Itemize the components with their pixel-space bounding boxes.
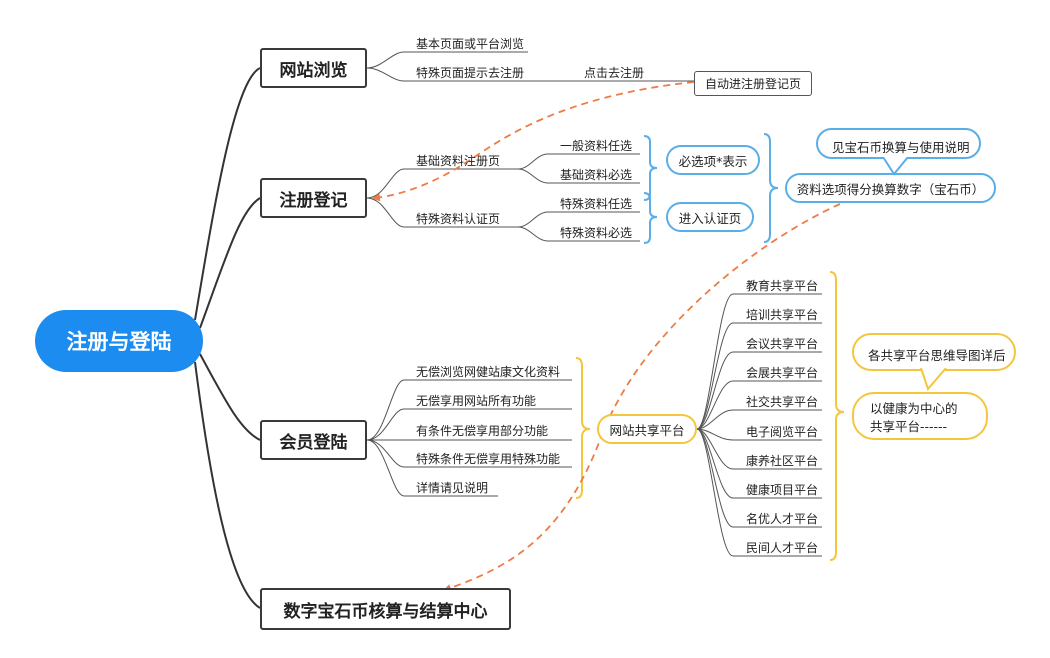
score-convert-node[interactable]: 资料选项得分换算数字（宝石币） [785, 173, 996, 203]
member-item-free-all: 无偿享用网站所有功能 [416, 394, 537, 408]
platform-folk-talent: 民间人才平台 [746, 541, 819, 555]
platform-mindmap-callout-text: 各共享平台思维导图详后 [868, 348, 1006, 363]
branch-register[interactable]: 注册登记 [260, 178, 367, 218]
platform-mindmap-callout: 各共享平台思维导图详后 [852, 333, 1016, 371]
branch-member-login[interactable]: 会员登陆 [260, 420, 367, 460]
platform-training: 培训共享平台 [746, 308, 819, 322]
platform-social: 社交共享平台 [746, 395, 819, 409]
browse-item-special: 特殊页面提示去注册 [416, 66, 525, 80]
platform-health-projects: 健康项目平台 [746, 483, 819, 497]
register-item-required-special: 特殊资料必选 [560, 226, 633, 240]
register-item-required-basic: 基础资料必选 [560, 168, 633, 182]
platform-mindmap-callout-tail [919, 366, 948, 391]
health-centered-note-line-2: 共享平台------ [870, 419, 948, 434]
platform-wellness-community: 康养社区平台 [746, 454, 819, 468]
platform-elite-talent: 名优人才平台 [746, 512, 819, 526]
platform-education: 教育共享平台 [746, 279, 819, 293]
root-node[interactable]: 注册与登陆 [35, 310, 203, 372]
required-mark-note[interactable]: 必选项*表示 [666, 145, 760, 175]
member-item-details: 详情请见说明 [416, 481, 489, 495]
register-item-optional-general: 一般资料任选 [560, 139, 633, 153]
branch-browse[interactable]: 网站浏览 [260, 48, 367, 88]
enter-verify-note[interactable]: 进入认证页 [666, 202, 754, 232]
register-group-special: 特殊资料认证页 [416, 212, 501, 226]
gem-coin-callout-text: 见宝石币换算与使用说明 [832, 140, 970, 155]
gem-coin-callout-tail [881, 155, 910, 176]
member-item-special: 特殊条件无偿享用特殊功能 [416, 452, 561, 466]
health-centered-note[interactable]: 以健康为中心的 共享平台------ [852, 392, 988, 440]
shared-platform-hub[interactable]: 网站共享平台 [597, 414, 697, 444]
member-item-conditional: 有条件无偿享用部分功能 [416, 424, 549, 438]
auto-register-page-box[interactable]: 自动进注册登记页 [694, 71, 812, 96]
browse-item-basic: 基本页面或平台浏览 [416, 37, 525, 51]
platform-e-reading: 电子阅览平台 [746, 425, 819, 439]
register-group-basic: 基础资料注册页 [416, 154, 501, 168]
platform-exhibition: 会展共享平台 [746, 366, 819, 380]
register-item-optional-special: 特殊资料任选 [560, 197, 633, 211]
health-centered-note-line-1: 以健康为中心的 [870, 401, 958, 416]
platform-conference: 会议共享平台 [746, 337, 819, 351]
branch-settlement-center[interactable]: 数字宝石币核算与结算中心 [260, 588, 511, 630]
browse-link-label: 点击去注册 [584, 66, 645, 80]
member-item-free-browse: 无偿浏览网健站康文化资料 [416, 365, 561, 379]
